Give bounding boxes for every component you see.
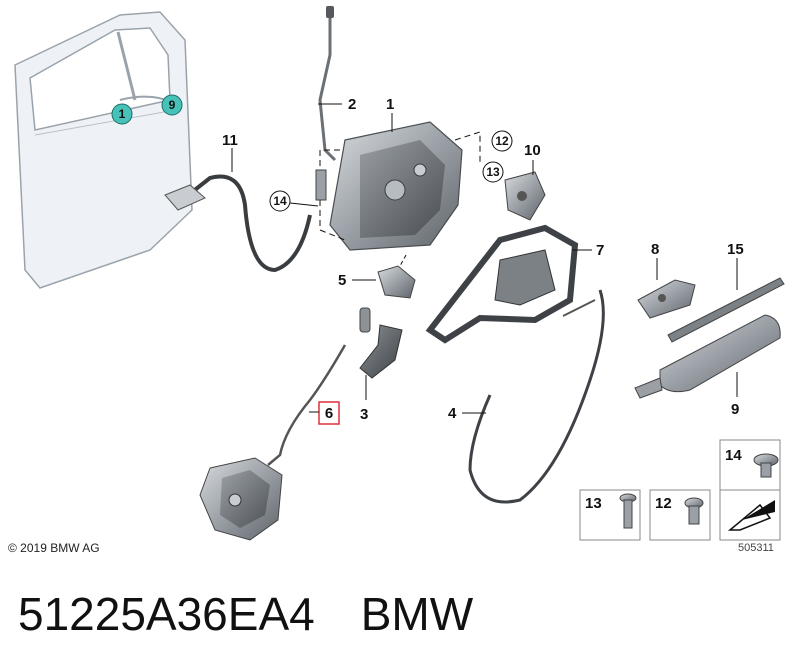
legend-arrow-symbol [719, 489, 781, 541]
callout-9: 9 [731, 401, 739, 418]
part-4-cable [462, 289, 605, 504]
part-2-operating-rod [318, 6, 342, 162]
door-marker-9: 9 [161, 94, 183, 116]
copyright-text: © 2019 BMW AG [8, 541, 100, 555]
svg-text:12: 12 [495, 134, 509, 148]
callout-3: 3 [360, 406, 368, 423]
part-7-handle-carrier [425, 224, 592, 344]
part-6-actuator-assembly [199, 344, 347, 541]
brand-name: BMW [360, 588, 474, 640]
door-marker-1: 1 [111, 103, 133, 125]
svg-text:12: 12 [655, 495, 672, 512]
callout-13-circle: 13 [482, 161, 504, 183]
part-9-outer-handle [634, 314, 781, 399]
svg-text:14: 14 [725, 447, 742, 464]
callout-7: 7 [596, 242, 604, 259]
rear-door-illustration [14, 11, 193, 289]
part-3-bracket [359, 307, 403, 400]
legend-screw-14: 14 [719, 439, 781, 491]
callout-5: 5 [338, 272, 346, 289]
callout-10: 10 [524, 142, 541, 159]
part-8-cover-cap [637, 258, 696, 319]
callout-8: 8 [651, 241, 659, 258]
svg-text:6: 6 [325, 405, 333, 422]
part-10-striker [504, 160, 546, 221]
part-1-door-lock [319, 113, 481, 251]
svg-text:14: 14 [273, 194, 287, 208]
part-5-bracket [352, 254, 416, 299]
part-number-footer: 51225A36EA4 BMW [18, 587, 473, 641]
legend-screw-13: 13 [579, 489, 641, 541]
callout-4: 4 [448, 405, 457, 422]
callout-14-circle: 14 [269, 190, 319, 212]
legend-screw-12: 12 [649, 489, 711, 541]
callout-2: 2 [348, 96, 356, 113]
part-11-bowden-cable [164, 148, 327, 273]
callout-6-highlight: 6 [309, 401, 340, 425]
callout-15: 15 [727, 241, 744, 258]
part-15-trim-strip [667, 258, 785, 343]
image-reference-number: 505311 [738, 542, 774, 554]
callout-11: 11 [222, 132, 238, 149]
svg-text:13: 13 [585, 495, 602, 512]
svg-text:13: 13 [486, 165, 500, 179]
part-number: 51225A36EA4 [18, 588, 315, 640]
svg-text:9: 9 [169, 98, 176, 112]
callout-12-circle: 12 [491, 130, 513, 152]
svg-text:1: 1 [119, 107, 126, 121]
callout-1: 1 [386, 96, 394, 113]
